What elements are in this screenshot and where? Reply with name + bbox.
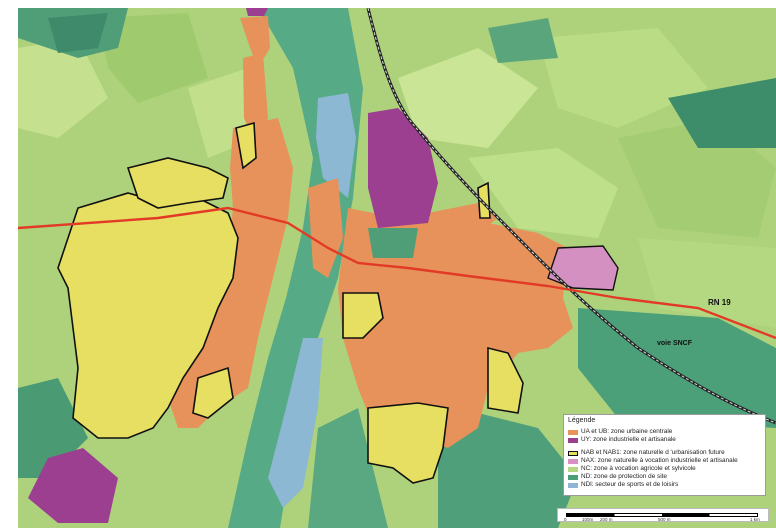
- legend-item: NC: zone à vocation agricole et sylvicol…: [568, 465, 761, 473]
- legend-box: Légende UA et UB: zone urbaine centrale …: [563, 414, 766, 496]
- uy-zones: [28, 8, 438, 523]
- legend-swatch: [568, 458, 578, 464]
- legend-label: NC: zone à vocation agricole et sylvicol…: [581, 465, 696, 472]
- nd-station: [368, 228, 418, 258]
- field-patches: [18, 13, 776, 328]
- legend-label: NAB et NAB1: zone naturelle d 'urbanisat…: [581, 449, 725, 456]
- legend-swatch: [568, 437, 578, 443]
- legend-item: UA et UB: zone urbaine centrale: [568, 428, 761, 436]
- legend-item: ND: zone de protection de site: [568, 473, 761, 481]
- nax-zone: [547, 245, 619, 291]
- legend-swatch: [568, 429, 578, 435]
- legend-title: Légende: [568, 417, 596, 424]
- legend-item: NDl: secteur de sports et de loisirs: [568, 481, 761, 489]
- legend-label: NDl: secteur de sports et de loisirs: [581, 481, 679, 488]
- legend-label: ND: zone de protection de site: [581, 473, 667, 480]
- railway-line-inner: [367, 8, 776, 424]
- legend-label: UY: zone industrielle et artisanale: [581, 436, 676, 443]
- scale-tick: 0: [564, 517, 567, 522]
- legend-swatch: [568, 450, 578, 456]
- scale-tick: 500 m: [658, 517, 671, 522]
- legend-swatch: [568, 466, 578, 472]
- scale-tick: 1 km: [750, 517, 760, 522]
- legend-item: NAX: zone naturelle à vocation industrie…: [568, 457, 761, 465]
- legend-label: UA et UB: zone urbaine centrale: [581, 428, 673, 435]
- legend-item: UY: zone industrielle et artisanale: [568, 436, 761, 444]
- nab-zones: [57, 121, 524, 484]
- legend-swatch: [568, 474, 578, 480]
- legend-label: NAX: zone naturelle à vocation industrie…: [581, 457, 738, 464]
- legend-item: NAB et NAB1: zone naturelle d 'urbanisat…: [568, 449, 761, 457]
- scale-line: [566, 513, 758, 517]
- scale-bar: 0 100m 200 m 500 m 1 km: [557, 508, 769, 522]
- rail-label: voie SNCF: [657, 340, 693, 347]
- legend-swatch: [568, 482, 578, 488]
- zoning-map[interactable]: [18, 8, 776, 528]
- scale-tick: 100m: [582, 517, 594, 522]
- rn19-road: [18, 206, 776, 340]
- scale-tick: 200 m: [600, 517, 613, 522]
- ndl-zones: [268, 93, 356, 508]
- rn19-label: RN 19: [708, 298, 731, 307]
